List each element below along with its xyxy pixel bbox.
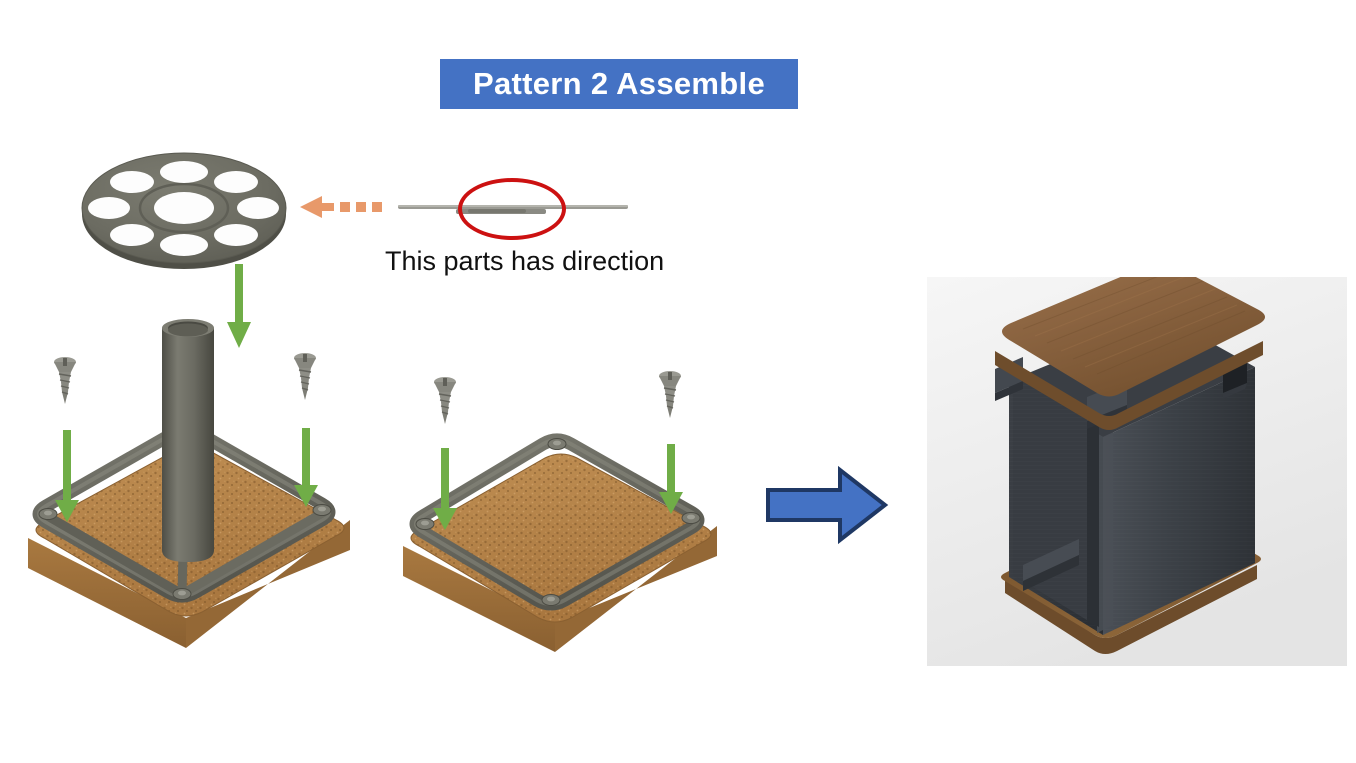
motion-arrow-icon (55, 428, 318, 522)
center-tube (162, 319, 214, 562)
caption-text: This parts has direction (385, 246, 665, 276)
title-banner: Pattern 2 Assemble (440, 59, 798, 109)
finished-box-photo (927, 277, 1347, 666)
cork-base (403, 453, 717, 652)
wood-lid (995, 277, 1265, 430)
highlight-ellipse (458, 178, 566, 240)
motion-arrow-icon (227, 264, 251, 348)
perforated-disc (78, 146, 290, 274)
sliding-door-panel (995, 357, 1127, 627)
screw (54, 353, 316, 404)
assembly-ring-only (385, 360, 740, 680)
screw (434, 371, 681, 424)
assembly-with-tube (10, 300, 380, 680)
page-title: Pattern 2 Assemble (473, 66, 765, 101)
direction-arrow-icon (300, 192, 392, 222)
flow-arrow-icon (766, 465, 889, 545)
motion-arrow-icon (433, 444, 683, 530)
gray-frame (409, 433, 705, 611)
